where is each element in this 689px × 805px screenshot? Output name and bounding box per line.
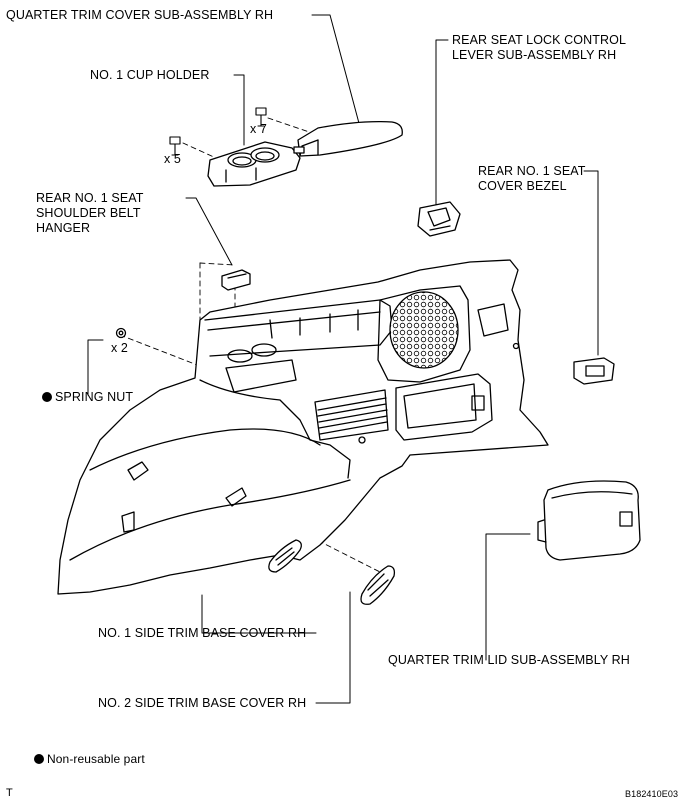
quarter-trim-cover-part [297,120,403,157]
legend-text: Non-reusable part [47,752,145,766]
filled-circle-icon [34,754,44,764]
side-trim-2-label: NO. 2 SIDE TRIM BASE COVER RH [98,696,307,710]
side-trim-1-label: NO. 1 SIDE TRIM BASE COVER RH [98,626,307,640]
legend: Non-reusable part [34,752,145,767]
quarter-trim-cover-label: QUARTER TRIM COVER SUB-ASSEMBLY RH [6,8,274,22]
seat-cover-bezel-label-line1: REAR NO. 1 SEAT [478,164,586,178]
belt-hanger-label-line2: SHOULDER BELT [36,206,141,220]
figure-code: B182410E03 [625,789,679,799]
quarter-trim-panel [57,259,549,595]
quantity-7-label: x 7 [250,122,267,136]
rear-seat-lock-label-line2: LEVER SUB-ASSEMBLY RH [452,48,617,62]
spring-nut-part [115,327,127,339]
spring-nut-text: SPRING NUT [55,390,134,404]
belt-hanger-label-line1: REAR NO. 1 SEAT [36,191,144,205]
quantity-2-label: x 2 [111,341,128,355]
rear-seat-lock-label-line1: REAR SEAT LOCK CONTROL [452,33,626,47]
clip-fasteners [169,107,267,156]
filled-circle-icon [42,392,52,402]
belt-hanger-label-line3: HANGER [36,221,91,235]
side-trim-base-cover-2-part [360,565,396,605]
side-trim-base-cover-1-part [268,539,302,573]
seat-cover-bezel-label-line2: COVER BEZEL [478,179,567,193]
belt-hanger-part [221,269,251,291]
cover-bezel-part [573,357,615,385]
cup-holder-part [207,141,305,187]
quarter-trim-lid-part [537,480,641,561]
lock-control-lever-part [417,201,461,237]
corner-mark: T [6,787,13,799]
quarter-trim-lid-label: QUARTER TRIM LID SUB-ASSEMBLY RH [388,653,630,667]
spring-nut-label: SPRING NUT [42,390,133,405]
quantity-5-label: x 5 [164,152,181,166]
leader-lines [87,14,599,704]
cup-holder-label: NO. 1 CUP HOLDER [90,68,210,82]
